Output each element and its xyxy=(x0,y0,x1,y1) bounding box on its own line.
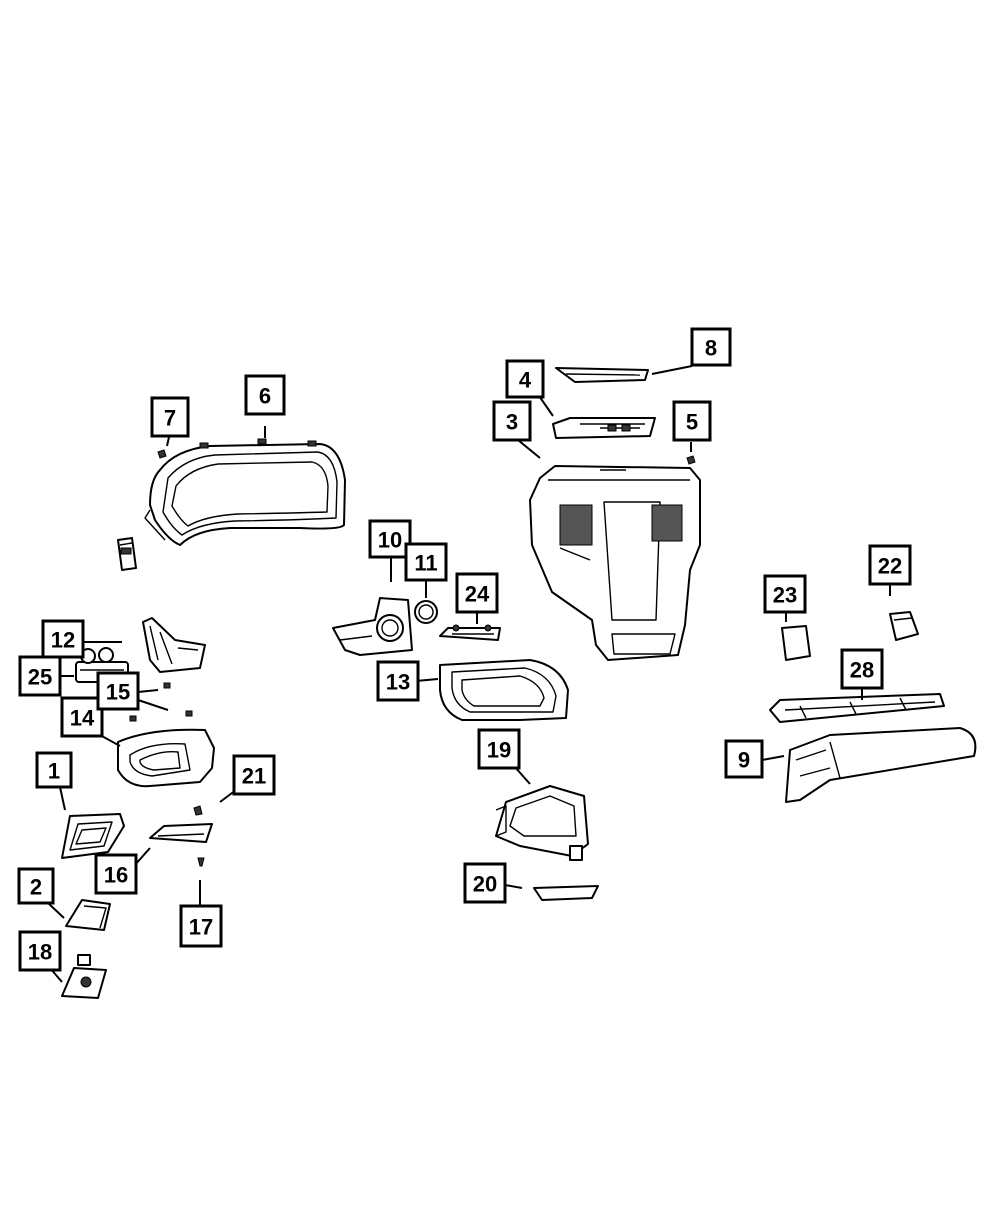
callout-4-label: 4 xyxy=(519,368,532,393)
callout-3: 3 xyxy=(492,400,532,442)
callout-8: 8 xyxy=(690,327,732,367)
callout-1-label: 1 xyxy=(48,759,60,784)
part-16-trim-strip xyxy=(149,823,213,843)
callout-7-label: 7 xyxy=(164,406,176,431)
callout-5-label: 5 xyxy=(686,410,698,435)
callout-23-label: 23 xyxy=(773,583,797,608)
leader-2 xyxy=(47,902,65,919)
callout-2-label: 2 xyxy=(30,875,42,900)
part-19-duct xyxy=(495,785,589,861)
callout-14-label: 14 xyxy=(70,706,95,731)
part-cluster-switch xyxy=(117,537,137,571)
part-2-bin xyxy=(65,899,111,931)
part-9-panel xyxy=(785,727,977,803)
leader-8 xyxy=(651,365,693,375)
callout-1: 1 xyxy=(35,751,73,789)
callout-9-label: 9 xyxy=(738,748,750,773)
callout-24-label: 24 xyxy=(465,582,490,607)
part-5-clip xyxy=(686,455,696,465)
part-8-trim xyxy=(555,367,649,383)
part-13-center-duct xyxy=(439,659,569,721)
callout-10: 10 xyxy=(368,519,412,559)
callout-12: 12 xyxy=(41,619,85,659)
callout-4: 4 xyxy=(505,359,545,399)
leader-13 xyxy=(415,678,439,682)
part-20-strip xyxy=(533,885,599,901)
callout-8-label: 8 xyxy=(705,336,717,361)
part-15-clips xyxy=(129,682,193,722)
part-4-switch-bezel xyxy=(552,417,656,439)
part-10-ignition-bezel xyxy=(332,597,413,656)
part-23-cover xyxy=(781,625,811,661)
callout-14: 14 xyxy=(60,696,104,738)
part-11-ring xyxy=(414,600,438,624)
part-14-lower-bezel xyxy=(117,728,215,788)
callout-21-label: 21 xyxy=(242,764,266,789)
callout-2: 2 xyxy=(17,867,55,905)
callout-9: 9 xyxy=(724,739,764,779)
part-6-cluster-bezel xyxy=(144,438,346,546)
part-12-end-cap xyxy=(142,617,206,673)
callout-10-label: 10 xyxy=(378,528,402,553)
callout-22-label: 22 xyxy=(878,554,902,579)
leader-15 xyxy=(137,689,169,711)
callout-21: 21 xyxy=(232,754,276,796)
part-1-knee-bezel xyxy=(61,813,125,859)
callout-17: 17 xyxy=(179,904,223,948)
callout-11: 11 xyxy=(404,542,448,582)
part-7-clip xyxy=(157,449,167,459)
part-18-switch-panel xyxy=(61,954,107,999)
callout-20-label: 20 xyxy=(473,872,497,897)
callout-6: 6 xyxy=(244,374,286,416)
callout-19: 19 xyxy=(477,728,521,770)
callout-25-label: 25 xyxy=(28,665,52,690)
part-21-clip xyxy=(193,805,203,816)
leader-20 xyxy=(504,884,523,889)
callout-28-label: 28 xyxy=(850,658,874,683)
callout-18: 18 xyxy=(18,930,62,972)
callout-13-label: 13 xyxy=(386,670,410,695)
callout-6-label: 6 xyxy=(259,384,271,409)
part-17-screw xyxy=(197,857,205,867)
callouts: 1 2 3 4 5 6 7 8 9 10 11 12 13 14 15 16 1… xyxy=(17,327,912,972)
callout-12-label: 12 xyxy=(51,628,75,653)
leader-9 xyxy=(761,755,785,761)
callout-18-label: 18 xyxy=(28,940,52,965)
part-22-cover xyxy=(889,611,919,641)
callout-15-label: 15 xyxy=(106,680,130,705)
leader-7 xyxy=(166,436,170,447)
part-3-center-bezel xyxy=(529,465,701,661)
part-28-bracket xyxy=(769,693,945,723)
callout-3-label: 3 xyxy=(506,410,518,435)
callout-22: 22 xyxy=(868,544,912,586)
callout-23: 23 xyxy=(763,574,807,614)
callout-16-label: 16 xyxy=(104,863,128,888)
callout-17-label: 17 xyxy=(189,915,213,940)
callout-28: 28 xyxy=(840,648,884,690)
callout-7: 7 xyxy=(150,396,190,438)
leader-1 xyxy=(59,786,66,811)
leader-3 xyxy=(517,439,541,459)
callout-16: 16 xyxy=(94,853,138,895)
callout-19-label: 19 xyxy=(487,738,511,763)
part-24-switch-strip xyxy=(439,624,501,641)
callout-24: 24 xyxy=(455,572,499,614)
callout-15: 15 xyxy=(96,671,140,711)
callout-13: 13 xyxy=(376,660,420,702)
callout-11-label: 11 xyxy=(414,551,437,576)
callout-25: 25 xyxy=(18,655,62,697)
callout-5: 5 xyxy=(672,400,712,442)
callout-20: 20 xyxy=(463,862,507,904)
